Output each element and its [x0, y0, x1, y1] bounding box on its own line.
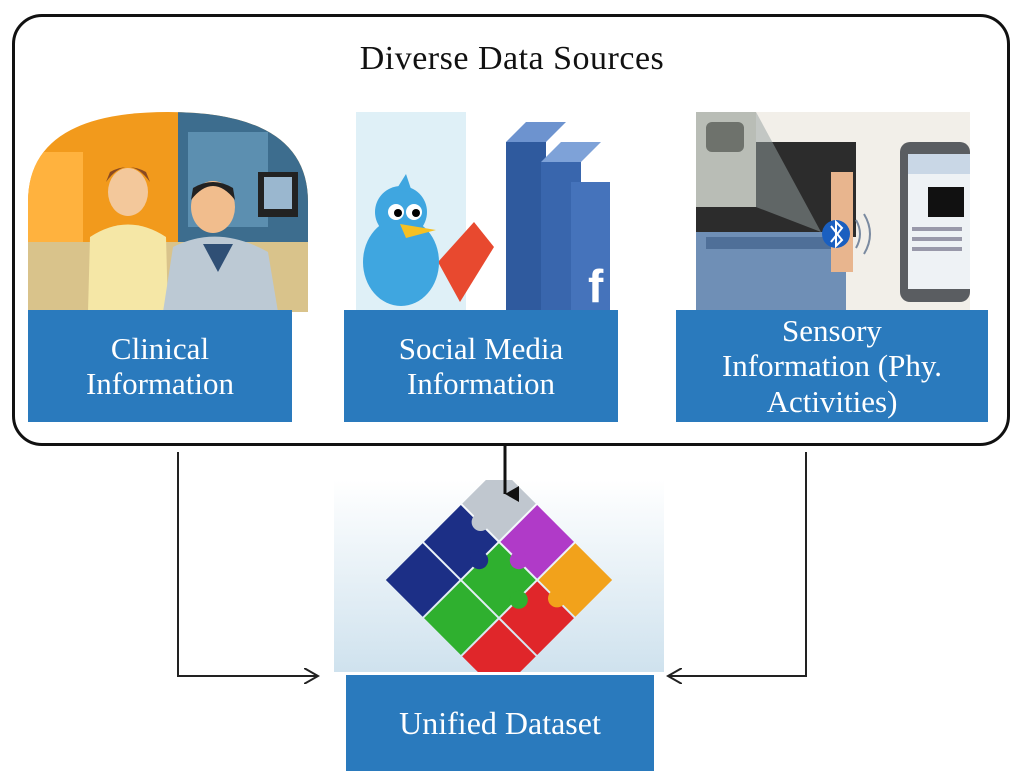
source-label-clinical: Clinical Information — [28, 310, 292, 422]
arrow-sensory-to-dataset — [668, 452, 807, 676]
social-svg: f — [356, 112, 610, 312]
clinic-illustration — [28, 112, 308, 312]
clinic-svg — [28, 112, 308, 312]
puzzle-svg — [334, 480, 664, 672]
svg-text:f: f — [588, 260, 604, 312]
unified-dataset-text: Unified Dataset — [399, 704, 601, 741]
source-label-line: Sensory — [782, 313, 882, 349]
source-label-line: Information — [85, 366, 235, 401]
facebook-logo-illustration: f — [506, 122, 610, 312]
diagram-title: Diverse Data Sources — [359, 40, 665, 77]
social-media-illustration: f — [356, 112, 610, 312]
source-label-line: Social Media — [398, 330, 564, 366]
source-label-line: Information — [406, 366, 556, 401]
unified-dataset-label: Unified Dataset — [346, 675, 654, 771]
source-label-social-media: Social Media Information — [344, 310, 618, 422]
source-label-line: Information (Phy. — [721, 348, 943, 384]
sensor-person-illustration — [696, 112, 970, 312]
source-label-sensory: Sensory Information (Phy. Activities) — [676, 310, 988, 422]
puzzle-cube-illustration — [334, 480, 664, 672]
bluetooth-icon — [822, 213, 871, 255]
twitter-bird-illustration — [363, 174, 439, 306]
source-label-line: Clinical — [110, 330, 210, 366]
sensory-svg — [696, 112, 970, 312]
source-label-line: Activities) — [766, 383, 898, 419]
arrow-clinical-to-dataset — [177, 452, 318, 676]
smartphone-illustration — [900, 142, 970, 302]
